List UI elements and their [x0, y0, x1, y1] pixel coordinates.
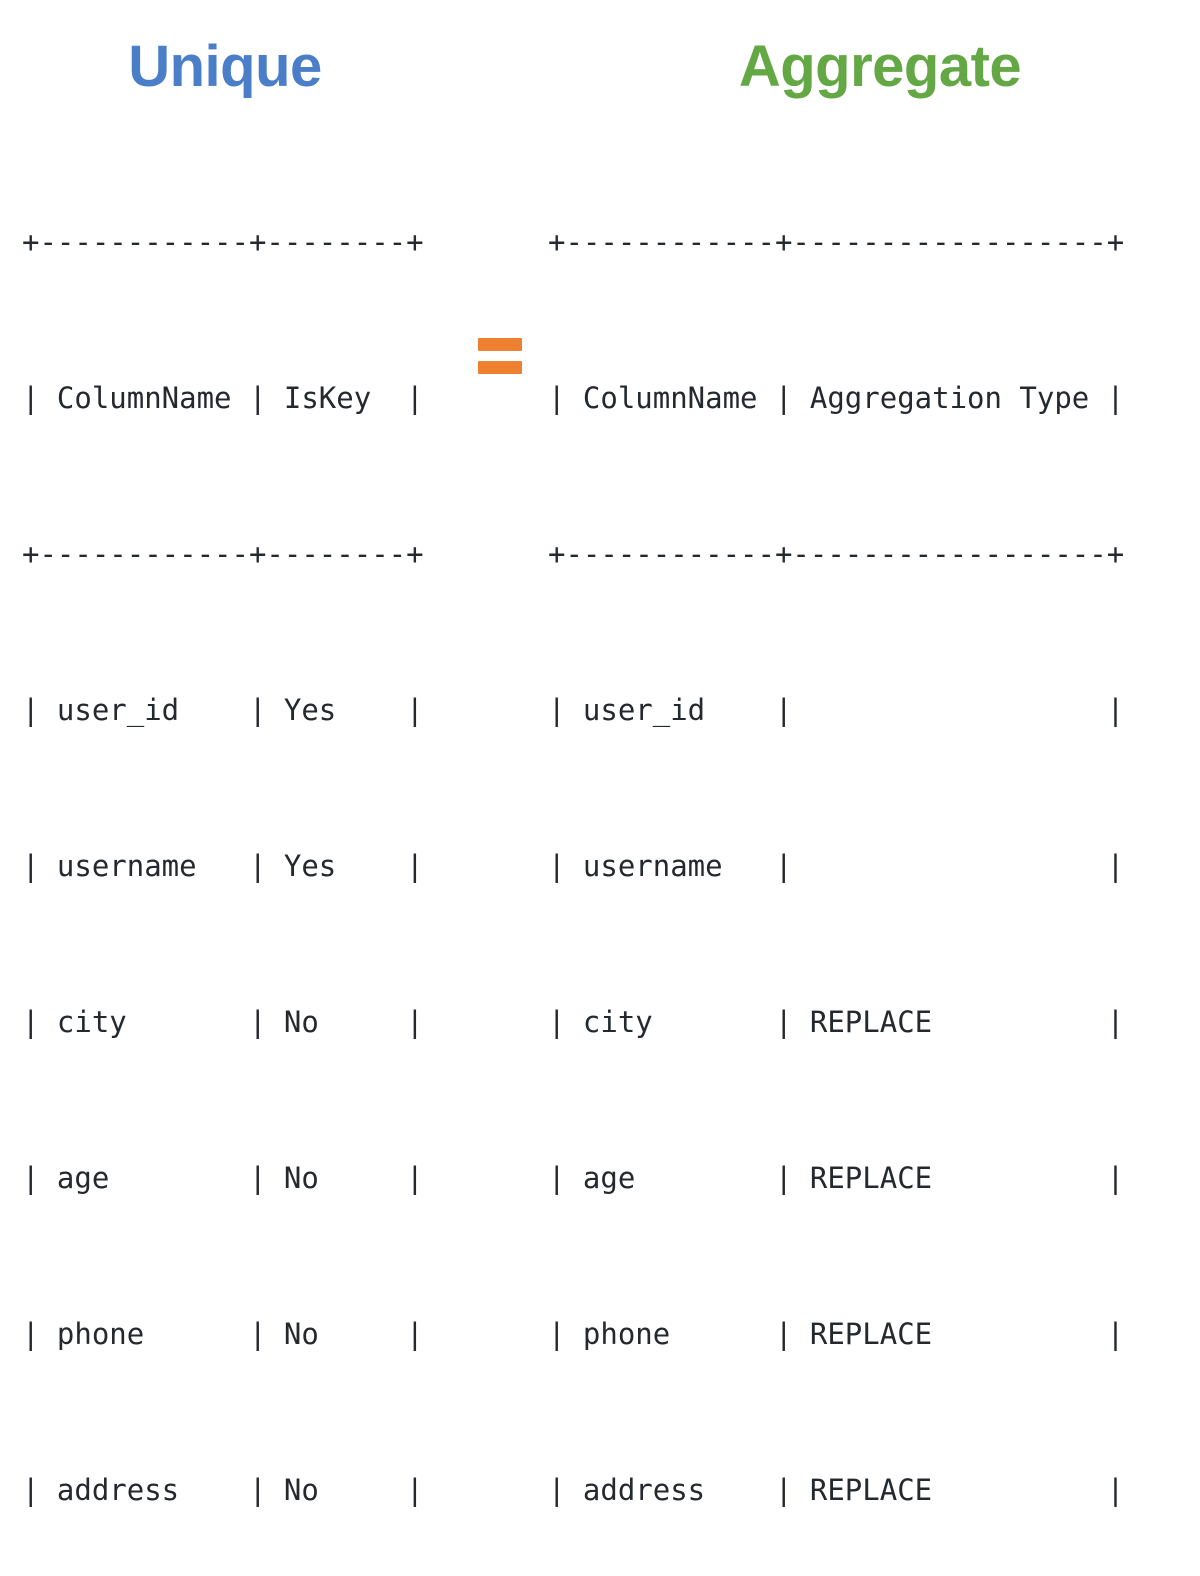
- table-row: | username | |: [548, 849, 1125, 883]
- table-row: | phone | No |: [22, 1317, 424, 1351]
- table-row: | age | No |: [22, 1161, 424, 1195]
- table-header-row: | ColumnName | Aggregation Type |: [548, 381, 1125, 415]
- unique-key-table: +------------+--------+ | ColumnName | I…: [22, 112, 424, 1576]
- table-row: | username | Yes |: [22, 849, 424, 883]
- aggregate-key-table: +------------+------------------+ | Colu…: [548, 112, 1124, 1576]
- table-header-row: | ColumnName | IsKey |: [22, 381, 424, 415]
- equals-sign: [478, 338, 522, 374]
- table-top-border: +------------+------------------+: [548, 225, 1125, 259]
- table-header-separator: +------------+------------------+: [548, 537, 1125, 571]
- table-header-separator: +------------+--------+: [22, 537, 424, 571]
- table-row: | city | No |: [22, 1005, 424, 1039]
- table-row: | age | REPLACE |: [548, 1161, 1125, 1195]
- table-row: | user_id | Yes |: [22, 693, 424, 727]
- table-row: | phone | REPLACE |: [548, 1317, 1125, 1351]
- table-row: | address | REPLACE |: [548, 1473, 1125, 1507]
- table-row: | user_id | |: [548, 693, 1125, 727]
- table-row: | city | REPLACE |: [548, 1005, 1125, 1039]
- page-title-unique: Unique: [128, 34, 322, 99]
- table-row: | address | No |: [22, 1473, 424, 1507]
- slide-canvas: Unique Aggregate +------------+--------+…: [22, 34, 1124, 1508]
- page-title-aggregate: Aggregate: [738, 34, 1022, 99]
- table-top-border: +------------+--------+: [22, 225, 424, 259]
- equals-sign-bar-top: [478, 338, 522, 351]
- equals-sign-bar-bottom: [478, 361, 522, 374]
